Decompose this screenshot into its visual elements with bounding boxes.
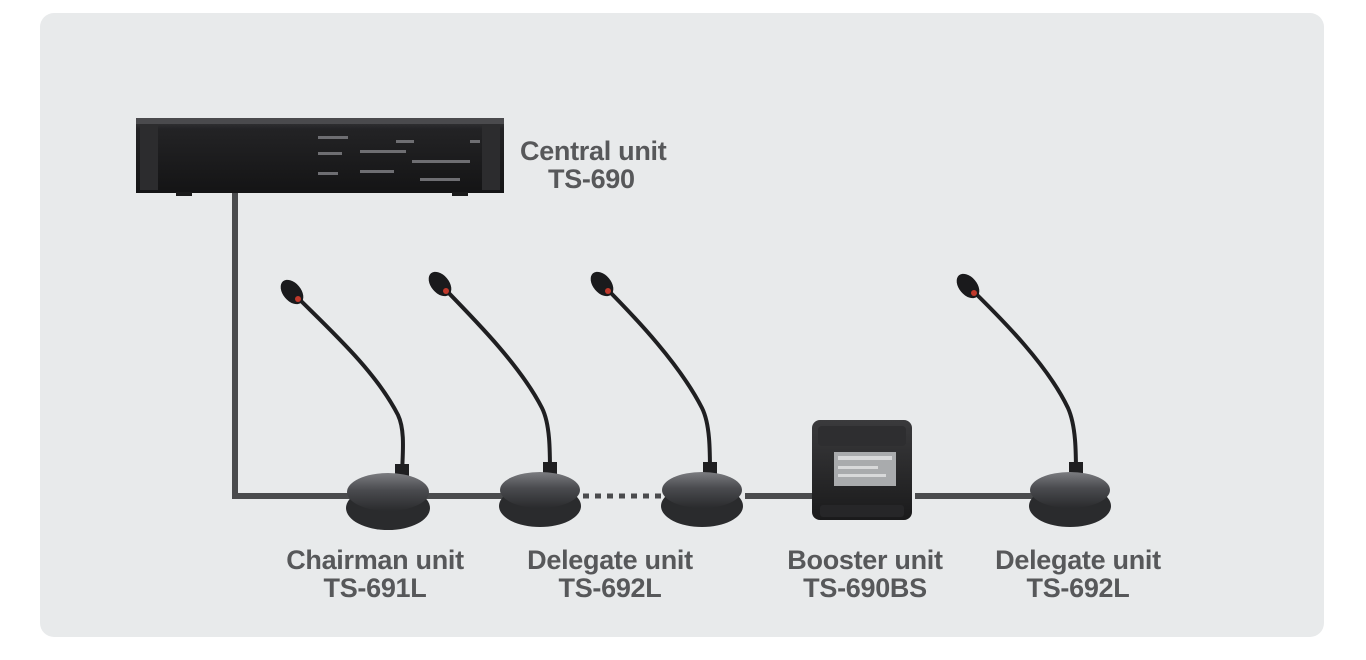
delegate-unit-1-name: Delegate unit [527,545,693,575]
chairman-unit-label: Chairman unit TS-691L [270,546,480,602]
delegate-unit-1-model: TS-692L [558,573,662,603]
delegate-unit-3-model: TS-692L [1026,573,1130,603]
chairman-unit-name: Chairman unit [286,545,464,575]
booster-unit-device [812,420,912,520]
cable-central-to-chairman [232,192,360,499]
diagram-panel [40,13,1324,637]
chairman-unit-device [280,279,430,530]
central-unit-model: TS-690 [548,164,635,194]
delegate-unit-3-device [956,273,1111,527]
booster-unit-label: Booster unit TS-690BS [770,546,960,602]
booster-unit-name: Booster unit [787,545,943,575]
central-unit-device [136,118,504,196]
delegate-unit-1-label: Delegate unit TS-692L [510,546,710,602]
delegate-unit-3-name: Delegate unit [995,545,1161,575]
cable-wiring [232,192,1035,499]
central-unit-name: Central unit [520,136,667,166]
delegate-unit-2-device [590,271,743,527]
central-unit-label: Central unit TS-690 [520,136,667,194]
delegate-unit-3-label: Delegate unit TS-692L [978,546,1178,602]
booster-unit-model: TS-690BS [803,573,927,603]
delegate-unit-1-device [428,271,581,527]
chairman-unit-model: TS-691L [323,573,427,603]
